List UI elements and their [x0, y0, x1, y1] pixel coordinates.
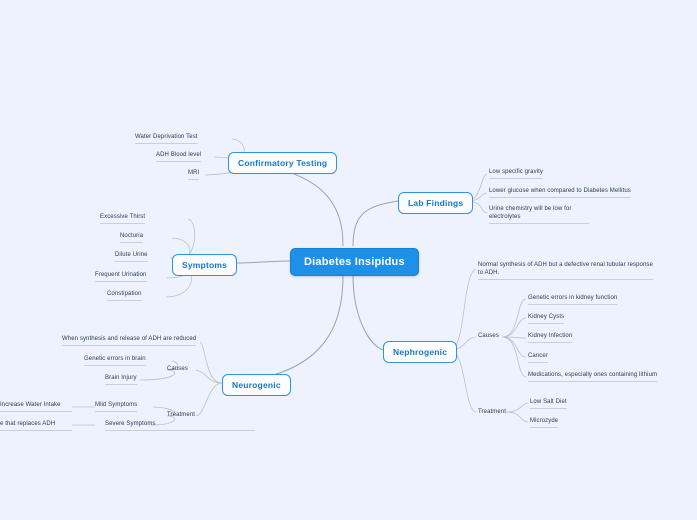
leaf-low-specific-gravity[interactable]: Low specific gravity: [489, 168, 544, 179]
leaf-lower-glucose[interactable]: Lower glucose when compared to Diabetes …: [489, 187, 631, 198]
link-nephrogenic-causes-4: [501, 336, 527, 358]
leaf-brain-injury[interactable]: Brain Injury: [105, 374, 137, 385]
link-nephrogenic-causes-5: [501, 336, 527, 378]
link-neurogenic-causes: [195, 369, 223, 384]
leaf-genetic-errors-in-brain[interactable]: Genetic errors in brain: [84, 355, 146, 366]
link-nephrogenic-treatment-2: [505, 411, 529, 423]
group-label-neurogenic-treatment[interactable]: Treatment: [167, 412, 196, 418]
group-label-nephrogenic-treatment[interactable]: Treatment: [478, 409, 507, 415]
leaf-dilute-urine[interactable]: Dilute Urine: [115, 251, 148, 262]
link-root-neurogenic: [221, 274, 344, 384]
link-neurogenic-treatment: [195, 382, 223, 417]
link-root-confirmatory: [230, 161, 344, 247]
group-label-nephrogenic-causes[interactable]: Causes: [478, 333, 499, 339]
branch-node-confirmatory-testing[interactable]: Confirmatory Testing: [228, 152, 338, 174]
link-nephrogenic-causes-3: [501, 336, 527, 339]
link-nephrogenic-desc: [449, 268, 477, 351]
group-label-neurogenic-causes[interactable]: Causes: [167, 366, 188, 372]
leaf-urine-chemistry-electrolytes[interactable]: Urine chemistry will be low for electrol…: [489, 205, 589, 224]
branch-node-lab-findings[interactable]: Lab Findings: [398, 192, 474, 214]
leaf-mild-symptoms[interactable]: Mild Symptoms: [95, 401, 138, 412]
link-neurogenic-desc: [199, 341, 223, 384]
leaf-mri[interactable]: MRI: [188, 169, 200, 180]
leaf-nephrogenic-description[interactable]: Normal synthesis of ADH but a defective …: [478, 261, 653, 280]
leaf-constipation[interactable]: Constipation: [107, 290, 142, 301]
leaf-cancer[interactable]: Cancer: [528, 352, 548, 363]
leaf-medicine-that-replaces-adh[interactable]: e that replaces ADH: [0, 420, 72, 431]
leaf-medications-lithium[interactable]: Medications, especially ones containing …: [528, 371, 658, 382]
leaf-increase-water-intake[interactable]: Increase Water Intake: [0, 401, 72, 412]
link-root-nephrogenic: [352, 274, 384, 351]
leaf-excessive-thirst[interactable]: Excessive Thirst: [100, 213, 146, 224]
leaf-kidney-infection[interactable]: Kidney Infection: [528, 332, 573, 343]
link-nephrogenic-causes-2: [501, 317, 527, 338]
leaf-adh-blood-level[interactable]: ADH Blood level: [156, 151, 202, 162]
branch-node-symptoms[interactable]: Symptoms: [172, 254, 238, 276]
link-nephrogenic-treatment-1: [505, 402, 529, 413]
link-root-lab: [352, 200, 399, 247]
root-node[interactable]: Diabetes Insipidus: [290, 248, 419, 276]
leaf-microzyde[interactable]: Microzyde: [530, 417, 559, 428]
leaf-neurogenic-description[interactable]: When synthesis and release of ADH are re…: [62, 335, 197, 346]
leaf-genetic-errors-kidney[interactable]: Genetic errors in kidney function: [528, 294, 618, 305]
leaf-low-salt-diet[interactable]: Low Salt Diet: [530, 398, 567, 409]
link-nephrogenic-causes-1: [501, 298, 527, 338]
leaf-frequent-urination[interactable]: Frequent Urination: [95, 271, 147, 282]
branch-node-nephrogenic[interactable]: Nephrogenic: [383, 341, 458, 363]
leaf-kidney-cysts[interactable]: Kidney Cysts: [528, 313, 565, 324]
leaf-nocturia[interactable]: Nocturia: [120, 232, 144, 243]
branch-node-neurogenic[interactable]: Neurogenic: [222, 374, 291, 396]
leaf-severe-symptoms[interactable]: Severe Symptoms: [105, 420, 255, 431]
leaf-water-deprivation-test[interactable]: Water Deprivation Test: [135, 133, 198, 144]
link-root-symptoms: [233, 260, 291, 264]
